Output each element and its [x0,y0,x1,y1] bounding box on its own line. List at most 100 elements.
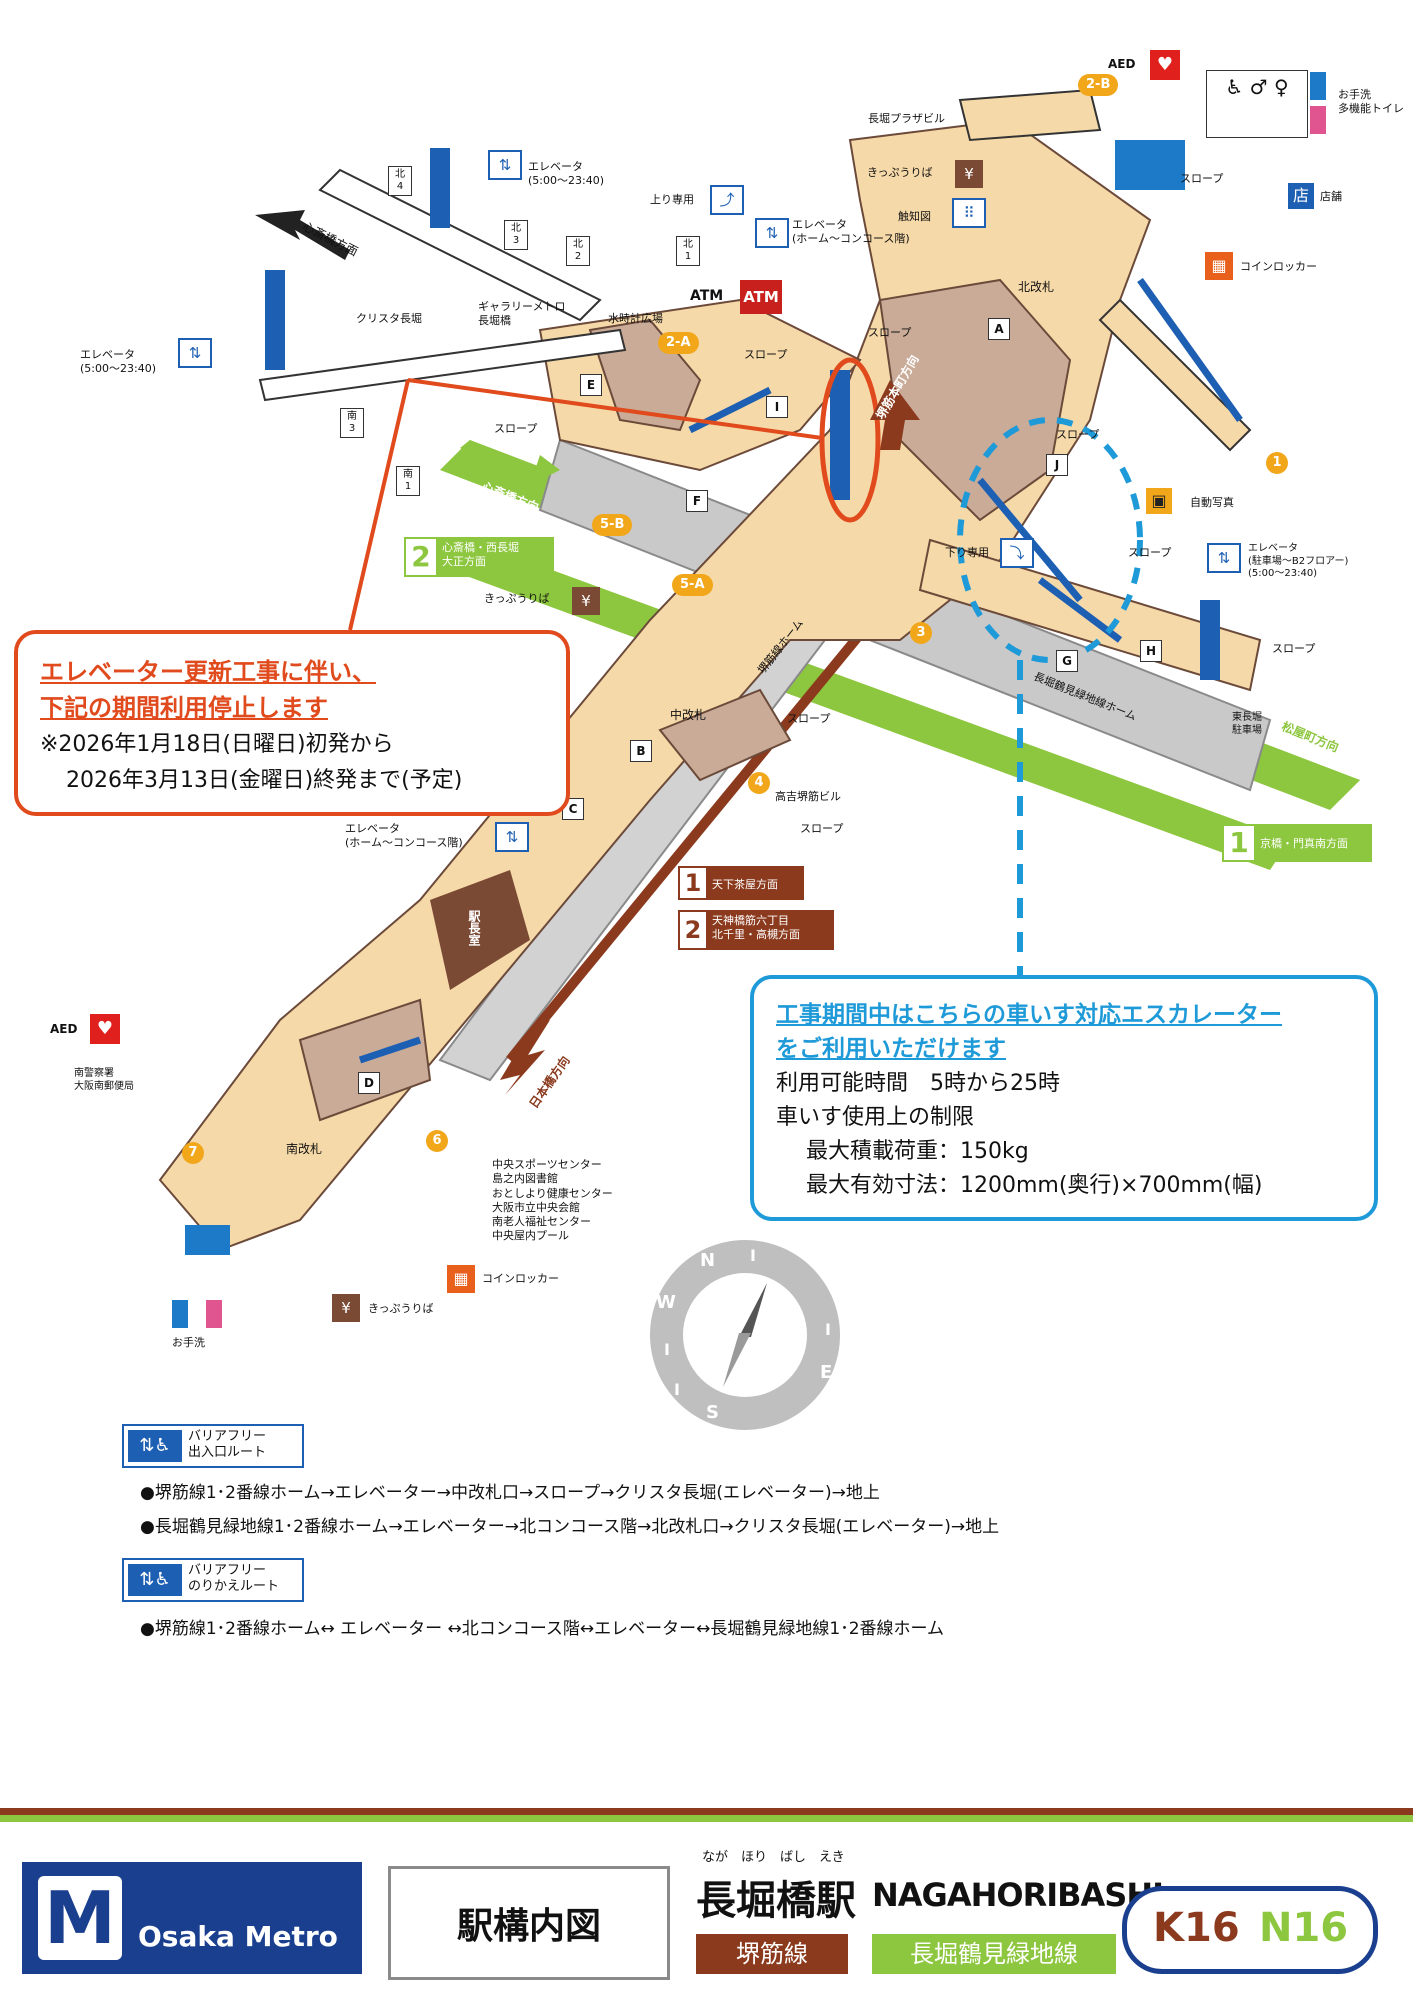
exit-tag-north3: 北 3 [504,220,528,250]
label-south-gate: 南改札 [286,1142,323,1156]
label-toilet-2: お手洗 [172,1336,205,1349]
arrow-shinsaibashi [255,210,350,260]
footer-stripe-green [0,1815,1413,1822]
label-slope: スロープ [787,712,831,725]
facility-item: 中央スポーツセンター [492,1158,602,1171]
label-coin-locker-1: コインロッカー [1240,260,1317,273]
elevator-icon: ⇅ [495,822,529,852]
female-toilet-icon [206,1300,222,1328]
marker-b: B [630,740,652,762]
notice-red-title-2: 下記の期間利用停止します [40,694,328,722]
label-slope: スロープ [800,822,844,835]
place-crysta: クリスタ長堀 [356,312,422,325]
exit-badge-4: 4 [748,772,770,794]
platform-destination: 天下茶屋方面 [712,878,778,891]
label-slope: スロープ [744,348,788,361]
compass-letter: I [825,1320,831,1339]
facility-item: 南老人福祉センター [492,1215,591,1229]
aed-label: AED [1108,57,1136,71]
exit-route-1: ●堺筋線1･2番線ホーム→エレベーター→中改札口→スロープ→クリスタ長堀(エレベ… [140,1483,880,1503]
notice-blue-line-2: 車いす使用上の制限 [776,1105,975,1130]
marker-i: I [766,396,788,418]
marker-a: A [988,318,1010,340]
elevator-tower-west [265,270,285,370]
place-nagahori-plaza: 長堀プラザビル [868,112,945,125]
label-elevator-home-concourse-2: エレベータ (ホーム～コンコース階) [345,822,463,849]
notice-red-line-2: 2026年3月13日(金曜日)終発まで(予定) [66,768,463,793]
place-minami-police: 南警察署 大阪南郵便局 [74,1068,134,1092]
escalator-icon: ⤴ [710,185,744,215]
exit-badge-5a: 5-A [672,574,713,596]
elevator-tower-north4 [430,148,450,228]
platform-number: 2 [406,539,436,575]
atm-icon: ATM [740,280,782,314]
aed-icon: ♥ [1150,50,1180,80]
label-elevator-parking: エレベータ (駐車場～B2フロアー) (5:00～23:40) [1248,543,1349,579]
label-tactile: 触知図 [898,210,931,223]
station-code-k: K16 [1153,1905,1240,1951]
street-north [318,168,602,322]
elevator-icon: ⇅ [488,150,522,180]
line-nagahori: 長堀鶴見緑地線 [872,1934,1116,1974]
tactile-map-icon: ⠿ [952,198,986,228]
compass-letter: S [706,1402,719,1423]
exit-badge-2a: 2-A [658,332,699,354]
exit-route-label: バリアフリー 出入口ルート [188,1429,267,1461]
transfer-route-label: バリアフリー のりかえルート [188,1563,280,1595]
label-slope: スロープ [1272,642,1316,655]
escalator-exit1 [1137,277,1243,423]
ticket-icon: ¥ [332,1294,360,1322]
platform-destination: 心斎橋・西長堀 大正方面 [442,541,519,569]
arrow-nipponbashi [500,1020,550,1095]
label-ticket-2: きっぷうりば [484,592,550,605]
notice-blue-line-4: 最大有効寸法：1200mm(奥行)×700mm(幅) [806,1173,1263,1198]
photo-booth-icon: ▣ [1146,488,1172,514]
compass-letter: I [664,1340,670,1359]
aed-icon: ♥ [90,1014,120,1044]
elevator-icon: ⇅ [755,218,789,248]
compass-letter: I [674,1380,680,1399]
station-office-shape [430,870,530,990]
marker-g: G [1056,650,1078,672]
ticket-icon: ¥ [955,160,983,188]
notice-blue-title-2: をご利用いただけます [776,1036,1006,1062]
place-water-clock: 水時計広場 [608,312,663,325]
compass-letter: I [750,1246,756,1265]
platform-sign-nagahori-1: 1 京橋・門真南方面 [1222,824,1372,862]
label-store: 店舗 [1320,190,1342,203]
facility-item: 中央屋内プール [492,1229,569,1243]
platform-sign-nagahori-2: 2 心斎橋・西長堀 大正方面 [404,537,554,577]
label-slope: スロープ [1128,546,1172,559]
compass-letter: W [656,1292,676,1313]
station-code-badge: K16 N16 [1122,1886,1378,1974]
label-ticket-1: きっぷうりば [867,166,933,179]
wheelchair-elevator-icon: ⇅♿ [128,1430,182,1462]
notice-blue-line-3: 最大積載荷重：150kg [806,1139,1029,1164]
brand-name: Osaka Metro [138,1920,338,1953]
marker-h: H [1140,640,1162,662]
elevator-tower-sakaisuji [830,370,850,500]
atm-label: ATM [690,288,724,304]
toilet-block-north [1115,140,1185,190]
exit-badge-6: 6 [426,1130,448,1152]
station-code-n: N16 [1259,1905,1349,1951]
platform-sign-sakaisuji-1: 1 天下茶屋方面 [678,866,804,900]
elevator-tower-parking [1200,600,1220,680]
wheelchair-elevator-icon: ⇅♿ [128,1564,182,1596]
facility-item: 大阪市立中央会館 [492,1200,580,1214]
barrier-free-exit-route-badge: ⇅♿ バリアフリー 出入口ルート [122,1424,304,1468]
label-coin-locker-2: コインロッカー [482,1272,559,1285]
footer-stripe-brown [0,1808,1413,1815]
label-slope: スロープ [868,326,912,339]
highlight-connector-1 [407,378,823,440]
male-toilet-icon [1310,72,1326,100]
platform-destination: 京橋・門真南方面 [1260,837,1348,850]
nagahori-plaza-stair [958,88,1102,142]
label-slope: スロープ [1056,428,1100,441]
platform-sign-sakaisuji-2: 2 天神橋筋六丁目 北千里・高槻方面 [678,910,834,950]
street-west [258,328,627,402]
platform-destination: 天神橋筋六丁目 北千里・高槻方面 [712,914,800,942]
highlight-escalator-oval [957,417,1143,663]
highlight-connector-2 [348,379,410,631]
label-down-only: 下り専用 [945,546,989,559]
